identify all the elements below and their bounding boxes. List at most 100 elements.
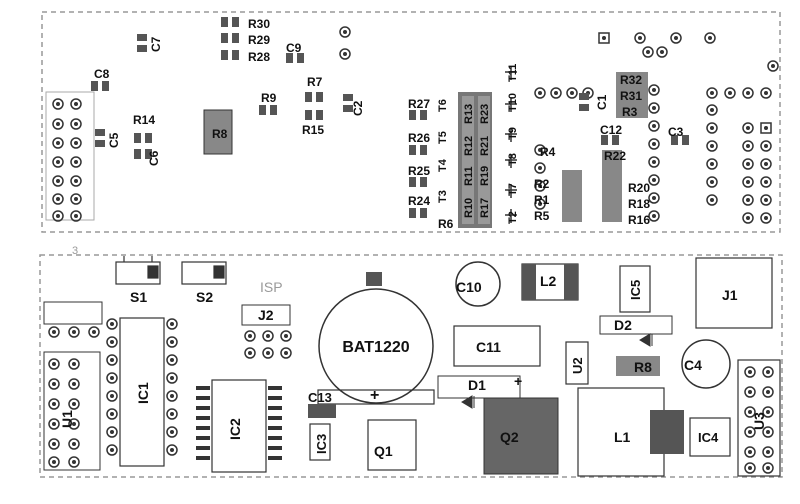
inductor-l2 [521, 263, 579, 301]
switch-s2 [181, 261, 227, 285]
label-r12: R12 [463, 136, 475, 156]
label-r2: R2 [534, 177, 550, 191]
label-r17: R17 [479, 198, 491, 218]
resistor-bank-middle [409, 92, 492, 228]
label-bat1220: BAT1220 [342, 339, 409, 356]
label-c11: C11 [476, 339, 501, 355]
label-c12: C12 [600, 123, 622, 137]
label-r14: R14 [133, 113, 155, 127]
label-c4: C4 [684, 357, 702, 373]
label-r8-top: R8 [212, 127, 228, 141]
label-u1: U1 [59, 410, 75, 428]
corner-mark: 3 [72, 245, 78, 257]
label-t9: T9 [507, 127, 519, 140]
capacitor-c4 [681, 339, 731, 389]
label-r27: R27 [408, 97, 430, 111]
label-ic4: IC4 [698, 430, 719, 445]
d1-plus: + [514, 373, 522, 389]
transistor-q1 [367, 419, 417, 471]
label-c8: C8 [94, 67, 110, 81]
inductor-l1 [577, 387, 684, 477]
label-u2: U2 [570, 357, 585, 374]
label-r30: R30 [248, 17, 270, 31]
label-c5: C5 [107, 132, 121, 148]
label-c6: C6 [147, 150, 161, 166]
label-r16: R16 [628, 213, 650, 227]
capacitor-c11 [453, 325, 541, 367]
label-r29: R29 [248, 33, 270, 47]
capacitor-c10 [455, 261, 501, 307]
label-isp: ISP [260, 279, 283, 295]
label-ic2: IC2 [227, 418, 243, 440]
label-r20: R20 [628, 181, 650, 195]
label-q2: Q2 [500, 429, 519, 445]
label-j1: J1 [722, 287, 738, 303]
label-r8-bottom: R8 [634, 359, 652, 375]
label-t10: T10 [507, 93, 519, 112]
label-ic1: IC1 [135, 382, 151, 404]
diode-d1 [437, 375, 521, 399]
ic-ic3 [309, 423, 331, 461]
label-ic5: IC5 [628, 280, 643, 300]
label-r32: R32 [620, 73, 642, 87]
label-c3: C3 [668, 125, 684, 139]
label-r6-top: R6 [438, 217, 454, 231]
u3-header [737, 359, 781, 477]
transistor-q2 [483, 397, 559, 475]
label-s1: S1 [130, 289, 147, 305]
label-r1: R1 [534, 193, 550, 207]
label-r3: R3 [622, 105, 638, 119]
connector-j1 [695, 257, 773, 329]
ic2-soic [196, 379, 282, 473]
label-r19: R19 [479, 166, 491, 186]
label-c7: C7 [149, 36, 163, 52]
diode-d2 [599, 315, 673, 335]
label-t7: T7 [507, 183, 519, 196]
label-r24: R24 [408, 194, 430, 208]
label-r10: R10 [463, 198, 475, 218]
label-d1: D1 [468, 377, 486, 393]
label-l2: L2 [540, 273, 557, 289]
label-r15: R15 [302, 123, 324, 137]
label-r5: R5 [534, 209, 550, 223]
label-r7: R7 [307, 75, 323, 89]
r8-top-footprint [203, 109, 233, 155]
label-r28: R28 [248, 50, 270, 64]
label-r23: R23 [479, 104, 491, 124]
label-c1: C1 [595, 94, 609, 110]
ic-ic5 [619, 265, 651, 313]
label-s2: S2 [196, 289, 213, 305]
label-c9: C9 [286, 41, 302, 55]
capacitor-c13 [308, 404, 336, 418]
label-t4: T4 [437, 158, 449, 172]
ic-ic4 [689, 417, 731, 457]
ic-u2 [565, 341, 589, 385]
label-t6: T6 [437, 99, 449, 112]
label-u3: U3 [751, 412, 767, 430]
resistor-footprints-right [562, 72, 689, 222]
label-r22: R22 [604, 149, 626, 163]
resistor-r8 [616, 356, 660, 376]
label-ic3: IC3 [314, 434, 329, 454]
bottom-board-outline [39, 254, 783, 478]
label-r11: R11 [463, 166, 475, 186]
u1-header [43, 301, 103, 471]
battery-bat1220 [317, 272, 435, 405]
label-r25: R25 [408, 164, 430, 178]
bat-plus: + [370, 387, 379, 404]
label-t5: T5 [437, 131, 449, 144]
label-d2: D2 [614, 317, 632, 333]
label-t2: T2 [507, 211, 519, 224]
label-r18: R18 [628, 197, 650, 211]
transistor-column [505, 66, 517, 223]
label-c10: C10 [456, 279, 482, 295]
label-c13: C13 [308, 390, 332, 405]
switch-s1 [115, 256, 161, 285]
top-left-header-pads [45, 91, 95, 222]
top-board-outline [41, 11, 781, 233]
label-q1: Q1 [374, 443, 393, 459]
label-r31: R31 [620, 89, 642, 103]
label-c2: C2 [351, 100, 365, 116]
label-t8: T8 [507, 153, 519, 166]
